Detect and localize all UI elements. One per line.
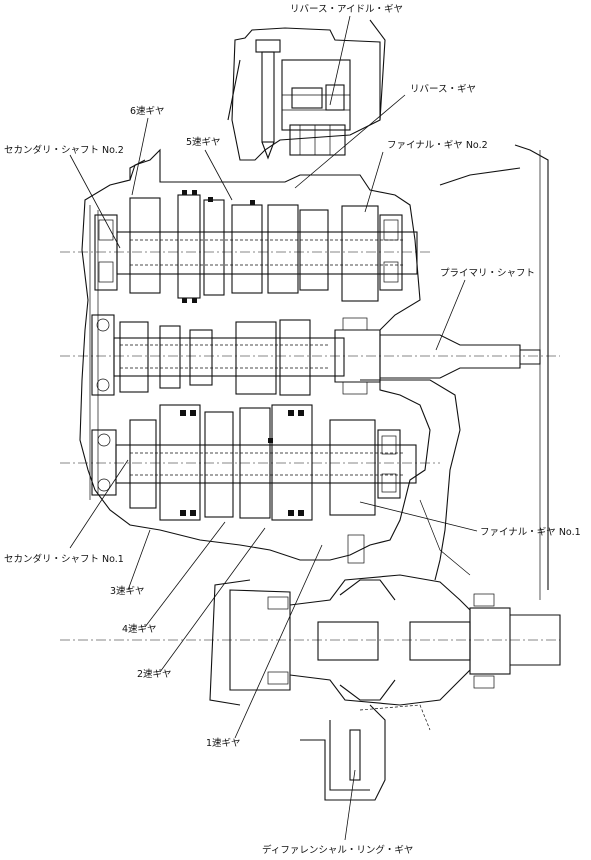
label-secondary-shaft-no1: セカンダリ・シャフト No.1 xyxy=(4,553,124,565)
label-final-gear-no1: ファイナル・ギヤ No.1 xyxy=(480,527,581,538)
label-reverse-idle-gear: リバース・アイドル・ギヤ xyxy=(290,4,403,15)
label-primary-shaft: プライマリ・シャフト xyxy=(440,268,535,279)
label-fifth-gear: 5速ギヤ xyxy=(186,137,221,148)
label-first-gear: 1速ギヤ xyxy=(206,738,241,749)
label-sixth-gear: 6速ギヤ xyxy=(130,106,165,117)
label-reverse-gear: リバース・ギヤ xyxy=(410,84,476,95)
label-fourth-gear: 4速ギヤ xyxy=(122,624,157,635)
secondary-shaft-no2 xyxy=(60,190,430,303)
reverse-idle-gear-assembly xyxy=(227,19,386,161)
differential-assembly xyxy=(60,534,561,801)
transmission-case xyxy=(79,144,549,600)
label-diff-ring-gear: ディファレンシャル・リング・ギヤ xyxy=(262,844,413,856)
label-third-gear: 3速ギヤ xyxy=(110,586,145,597)
secondary-shaft-no1 xyxy=(60,404,440,521)
label-final-gear-no2: ファイナル・ギヤ No.2 xyxy=(387,140,488,151)
label-secondary-shaft-no2: セカンダリ・シャフト No.2 xyxy=(4,144,124,156)
labels: リバース・アイドル・ギヤ リバース・ギヤ 6速ギヤ 5速ギヤ セカンダリ・シャフ… xyxy=(4,4,581,856)
primary-shaft xyxy=(60,314,560,396)
leader-lines xyxy=(69,15,478,841)
label-second-gear: 2速ギヤ xyxy=(137,669,172,680)
